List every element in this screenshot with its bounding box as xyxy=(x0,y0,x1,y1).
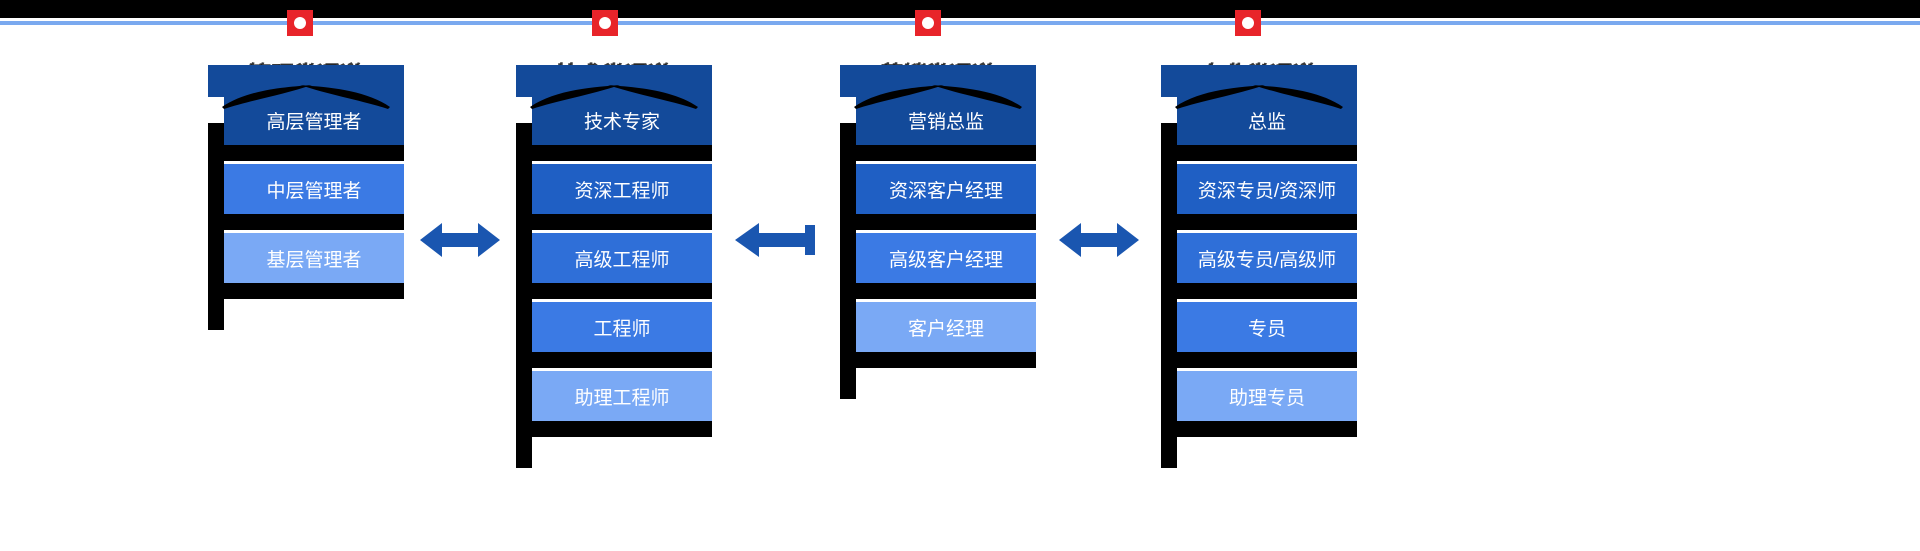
career-step-label: 工程师 xyxy=(593,318,651,340)
ladder-rung xyxy=(840,283,1036,299)
ladder-top-cap xyxy=(516,65,712,97)
marker-dot-icon xyxy=(922,17,934,29)
career-step-label: 总监 xyxy=(1247,111,1286,133)
timeline-marker-3[interactable] xyxy=(915,10,941,36)
marker-dot-icon xyxy=(294,17,306,29)
ladder-rung xyxy=(840,214,1036,230)
ladder-rung xyxy=(1161,214,1357,230)
timeline-marker-4[interactable] xyxy=(1235,10,1261,36)
career-step-label: 技术专家 xyxy=(583,111,660,133)
career-step-label: 高级专员/高级师 xyxy=(1197,249,1337,271)
horizontal-blue-rule xyxy=(0,21,1920,25)
connector-arrow-tech-mktg xyxy=(735,223,815,257)
career-step[interactable]: 高级工程师 xyxy=(532,233,712,283)
ladder-rung xyxy=(1161,352,1357,368)
connector-arrow-mgmt-tech xyxy=(420,223,500,257)
timeline-marker-2[interactable] xyxy=(592,10,618,36)
marker-dot-icon xyxy=(1242,17,1254,29)
career-step[interactable]: 技术专家 xyxy=(532,95,712,145)
career-step[interactable]: 高级客户经理 xyxy=(856,233,1036,283)
career-step[interactable]: 营销总监 xyxy=(856,95,1036,145)
ladder-rung xyxy=(1161,145,1357,161)
ladder-rung xyxy=(840,145,1036,161)
career-step[interactable]: 资深专员/资深师 xyxy=(1177,164,1357,214)
ladder-top-cap xyxy=(840,65,1036,97)
ladder-rung xyxy=(516,352,712,368)
career-step-label: 助理专员 xyxy=(1228,387,1305,409)
career-step[interactable]: 助理专员 xyxy=(1177,371,1357,421)
career-step[interactable]: 高级专员/高级师 xyxy=(1177,233,1357,283)
ladder-rung xyxy=(208,283,404,299)
ladder-rung xyxy=(516,145,712,161)
career-step-label: 助理工程师 xyxy=(574,387,670,409)
career-step-label: 资深工程师 xyxy=(574,180,670,202)
ladder-top-cap xyxy=(208,65,404,97)
ladder-top-cap xyxy=(1161,65,1357,97)
ladder-rung xyxy=(516,283,712,299)
career-step[interactable]: 资深客户经理 xyxy=(856,164,1036,214)
ladder-rail-marketing xyxy=(840,122,856,399)
career-step[interactable]: 基层管理者 xyxy=(224,233,404,283)
career-step[interactable]: 工程师 xyxy=(532,302,712,352)
career-step-label: 营销总监 xyxy=(907,111,984,133)
career-step[interactable]: 中层管理者 xyxy=(224,164,404,214)
career-step[interactable]: 助理工程师 xyxy=(532,371,712,421)
ladder-rung xyxy=(516,214,712,230)
career-step[interactable]: 高层管理者 xyxy=(224,95,404,145)
career-step-label: 资深专员/资深师 xyxy=(1197,180,1337,202)
career-step-label: 资深客户经理 xyxy=(888,180,1003,202)
career-step[interactable]: 总监 xyxy=(1177,95,1357,145)
career-step-label: 高级工程师 xyxy=(574,249,670,271)
ladder-rung xyxy=(516,421,712,437)
ladder-rung xyxy=(840,352,1036,368)
career-step[interactable]: 专员 xyxy=(1177,302,1357,352)
career-step-label: 基层管理者 xyxy=(266,249,362,271)
ladder-rung xyxy=(208,214,404,230)
timeline-marker-1[interactable] xyxy=(287,10,313,36)
career-step-label: 客户经理 xyxy=(907,318,984,340)
career-step-label: 专员 xyxy=(1247,318,1286,340)
career-step[interactable]: 客户经理 xyxy=(856,302,1036,352)
ladder-rung xyxy=(208,145,404,161)
connector-arrow-mktg-prof xyxy=(1059,223,1139,257)
ladder-rung xyxy=(1161,283,1357,299)
marker-dot-icon xyxy=(599,17,611,29)
career-step[interactable]: 资深工程师 xyxy=(532,164,712,214)
career-step-label: 中层管理者 xyxy=(266,180,362,202)
ladder-rung xyxy=(1161,421,1357,437)
diagram-stage: 管理类通道管理类通道高层管理者中层管理者基层管理者技术类通道技术类通道技术专家资… xyxy=(0,25,1920,551)
top-black-bar xyxy=(0,0,1920,18)
career-step-label: 高级客户经理 xyxy=(888,249,1003,271)
career-step-label: 高层管理者 xyxy=(266,111,362,133)
